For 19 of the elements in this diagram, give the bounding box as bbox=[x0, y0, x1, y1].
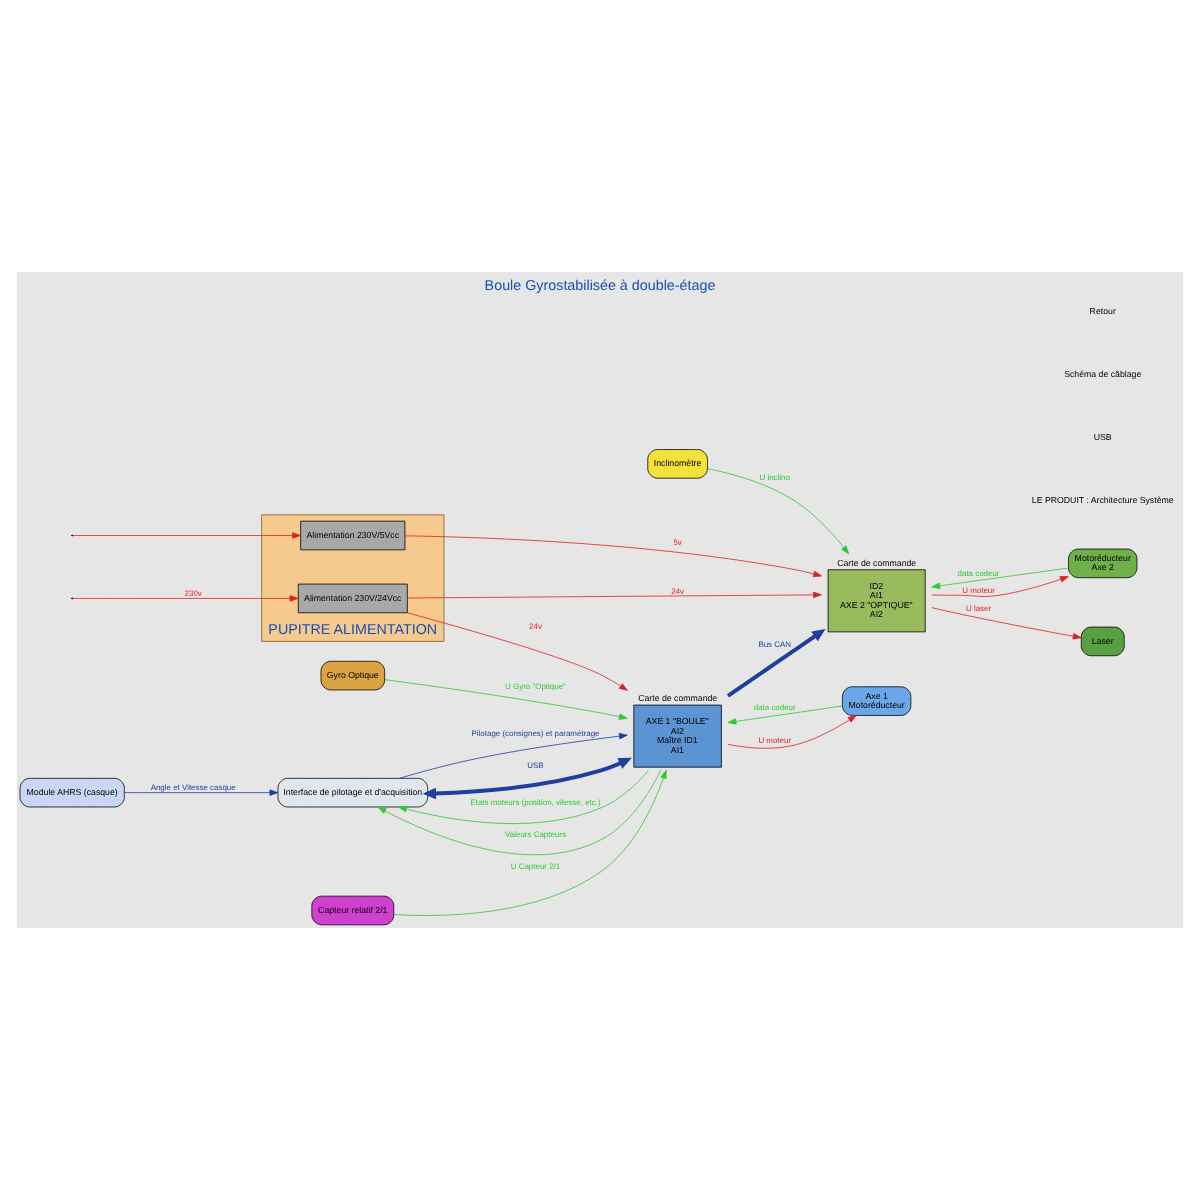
arrow bbox=[72, 532, 301, 539]
arrow bbox=[398, 770, 649, 824]
arrow bbox=[931, 576, 1069, 597]
arrow bbox=[399, 732, 628, 779]
arrow bbox=[406, 612, 628, 691]
arrow bbox=[931, 607, 1082, 640]
arrow bbox=[393, 770, 667, 916]
arrow bbox=[384, 679, 628, 720]
arrow bbox=[407, 591, 822, 599]
arrow bbox=[72, 595, 299, 602]
arrow bbox=[707, 468, 850, 555]
arrow bbox=[931, 567, 1069, 589]
arrow bbox=[422, 757, 632, 800]
arrow bbox=[377, 770, 662, 855]
arrow bbox=[124, 789, 279, 796]
arrow bbox=[726, 628, 826, 698]
arrow bbox=[404, 535, 822, 577]
arrow bbox=[727, 705, 843, 725]
arrow bbox=[727, 715, 857, 749]
